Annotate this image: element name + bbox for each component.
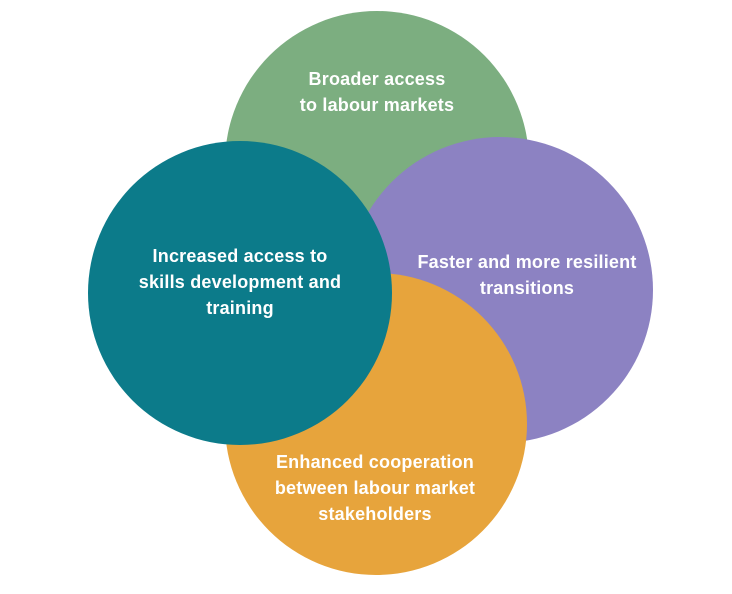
circle-label-enhanced-cooperation: Enhanced cooperation between labour mark… xyxy=(274,452,476,524)
circle-label-broader-access: Broader access to labour markets xyxy=(299,69,455,115)
circle-increased-access-skills: Increased access to skills development a… xyxy=(88,141,392,445)
circle-label-increased-access-skills: Increased access to skills development a… xyxy=(138,246,342,318)
circle-label-faster-transitions: Faster and more resilient transitions xyxy=(417,252,637,298)
